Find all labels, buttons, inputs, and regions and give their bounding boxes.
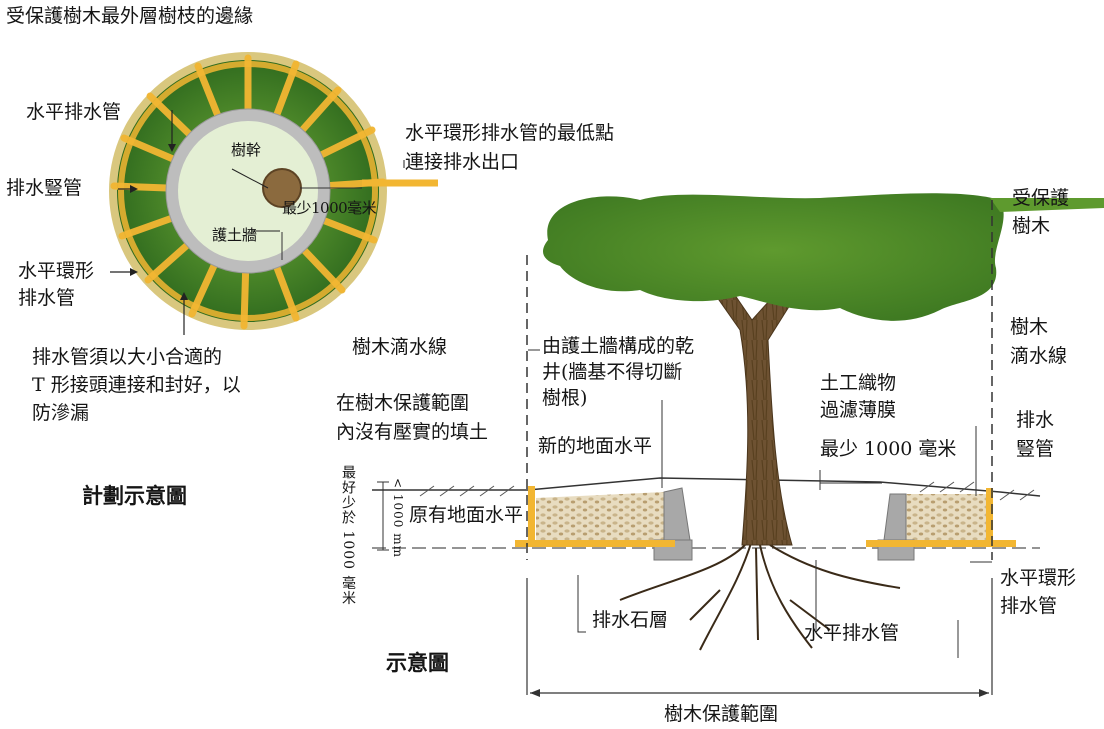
section-preferably-less-label: 最好少於 1000 毫米	[340, 465, 356, 606]
section-canopy	[543, 193, 1004, 321]
section-vertical-pipe-label-2: 豎管	[1016, 438, 1055, 460]
section-view	[372, 193, 1104, 697]
section-gravel-layer-label: 排水石層	[592, 609, 669, 631]
section-drip-line-left-label: 樹木滴水線	[352, 336, 448, 358]
section-horizontal-pipe-label: 水平排水管	[804, 622, 900, 644]
section-no-compaction-label-1: 在樹木保護範圍	[336, 392, 470, 414]
section-dry-well-label-2: 井(牆基不得切斷	[542, 361, 683, 383]
plan-joint-note-3: 防滲漏	[32, 402, 90, 424]
section-dry-well-label-1: 由護土牆構成的乾	[542, 335, 695, 357]
plan-trunk-label: 樹幹	[231, 141, 262, 159]
section-protection-zone-label: 樹木保護範圍	[664, 703, 779, 725]
section-ring-pipe-label-1: 水平環形	[1000, 567, 1077, 589]
section-geotextile-label-2: 過濾薄膜	[820, 399, 897, 421]
section-trunk	[711, 284, 793, 546]
plan-title: 計劃示意圖	[82, 484, 187, 508]
section-protected-tree-label-1: 受保護	[1012, 187, 1070, 209]
section-ring-pipe-label-2: 排水管	[1000, 595, 1058, 617]
plan-outer-edge-label: 受保護樹木最外層樹枝的邊緣	[6, 5, 254, 27]
plan-ring-pipe-label-1: 水平環形	[18, 260, 95, 282]
plan-inner-area	[178, 121, 318, 261]
section-new-ground-label: 新的地面水平	[538, 435, 653, 457]
plan-ring-pipe-label-2: 排水管	[18, 287, 76, 309]
plan-view	[109, 52, 438, 335]
plan-min-distance-label: 最少1000毫米	[282, 199, 377, 217]
plan-horizontal-pipe-label: 水平排水管	[26, 101, 122, 123]
section-geotextile-label-1: 土工織物	[820, 372, 897, 394]
plan-ring-pipe	[118, 61, 378, 321]
section-protected-tree-label-2: 樹木	[1012, 215, 1051, 237]
section-title: 示意圖	[386, 651, 449, 675]
section-vertical-pipe-label-1: 排水	[1016, 409, 1055, 431]
section-min-1000-label: 最少 1000 毫米	[820, 438, 957, 460]
plan-joint-note-2: T 形接頭連接和封好，以	[32, 374, 241, 396]
section-no-compaction-label-2: 內沒有壓實的填土	[336, 421, 489, 443]
section-drip-line-right-label-1: 樹木	[1010, 316, 1049, 338]
plan-vertical-pipe-label: 排水豎管	[6, 177, 83, 199]
section-drip-line-right-label-2: 滴水線	[1010, 345, 1068, 367]
plan-lowest-point-label-2: 連接排水出口	[405, 151, 520, 173]
plan-retaining-wall-label: 護土牆	[212, 226, 258, 244]
section-dry-well-label-3: 樹根)	[542, 387, 588, 409]
section-existing-ground-label: 原有地面水平	[409, 504, 524, 526]
plan-joint-note-1: 排水管須以大小合適的	[32, 346, 223, 368]
plan-lowest-point-label-1: 水平環形排水管的最低點	[405, 122, 615, 144]
section-depth-mm-label: < 1000 mm	[391, 478, 405, 558]
